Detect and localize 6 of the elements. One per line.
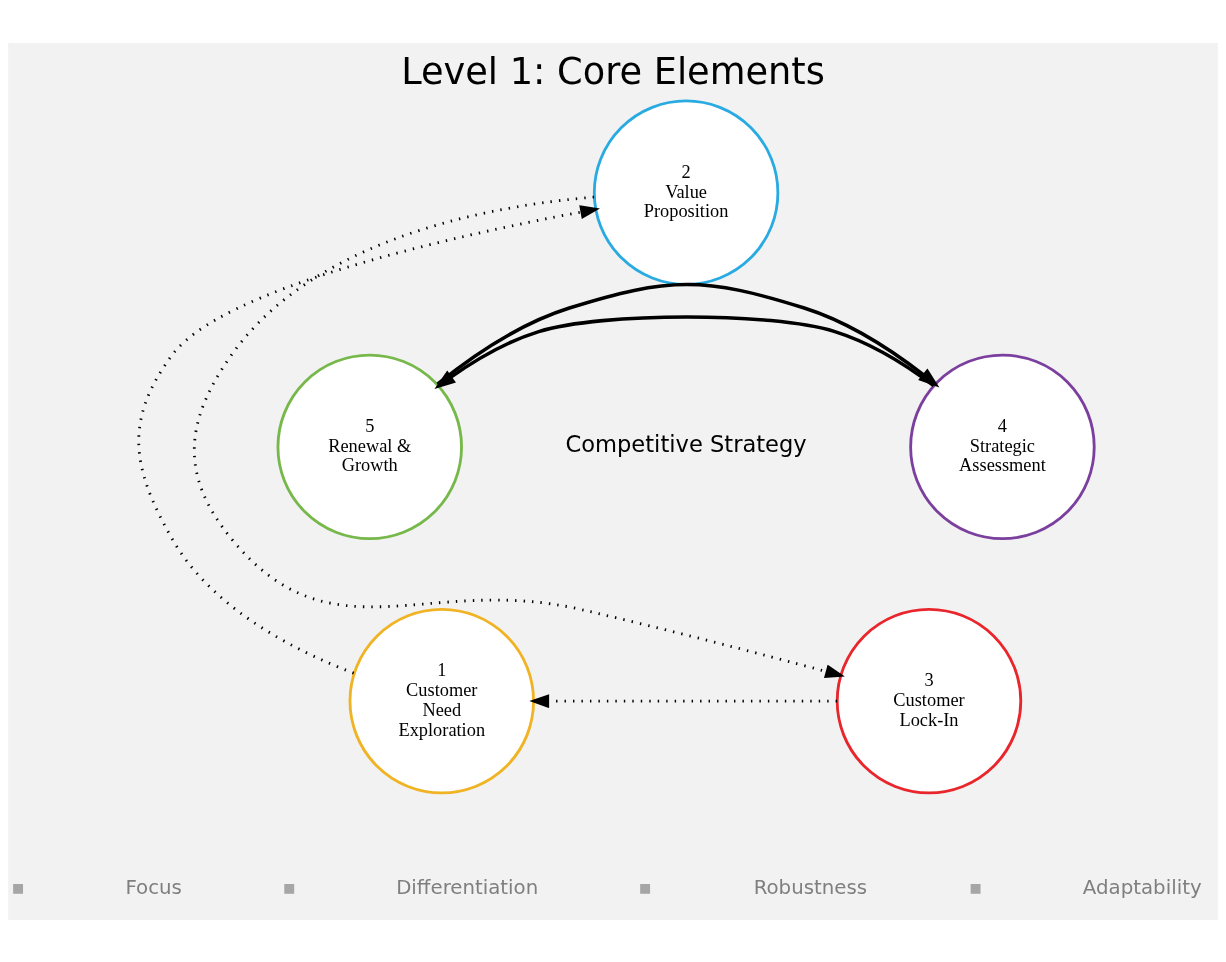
- label: Robustness: [753, 875, 868, 899]
- label: Adaptability: [1082, 875, 1202, 899]
- label: Differentiation: [396, 875, 539, 899]
- diagram-title: Level 1: Core Elements: [401, 49, 825, 93]
- label: Focus: [125, 875, 182, 899]
- label: Competitive Strategy: [565, 430, 807, 457]
